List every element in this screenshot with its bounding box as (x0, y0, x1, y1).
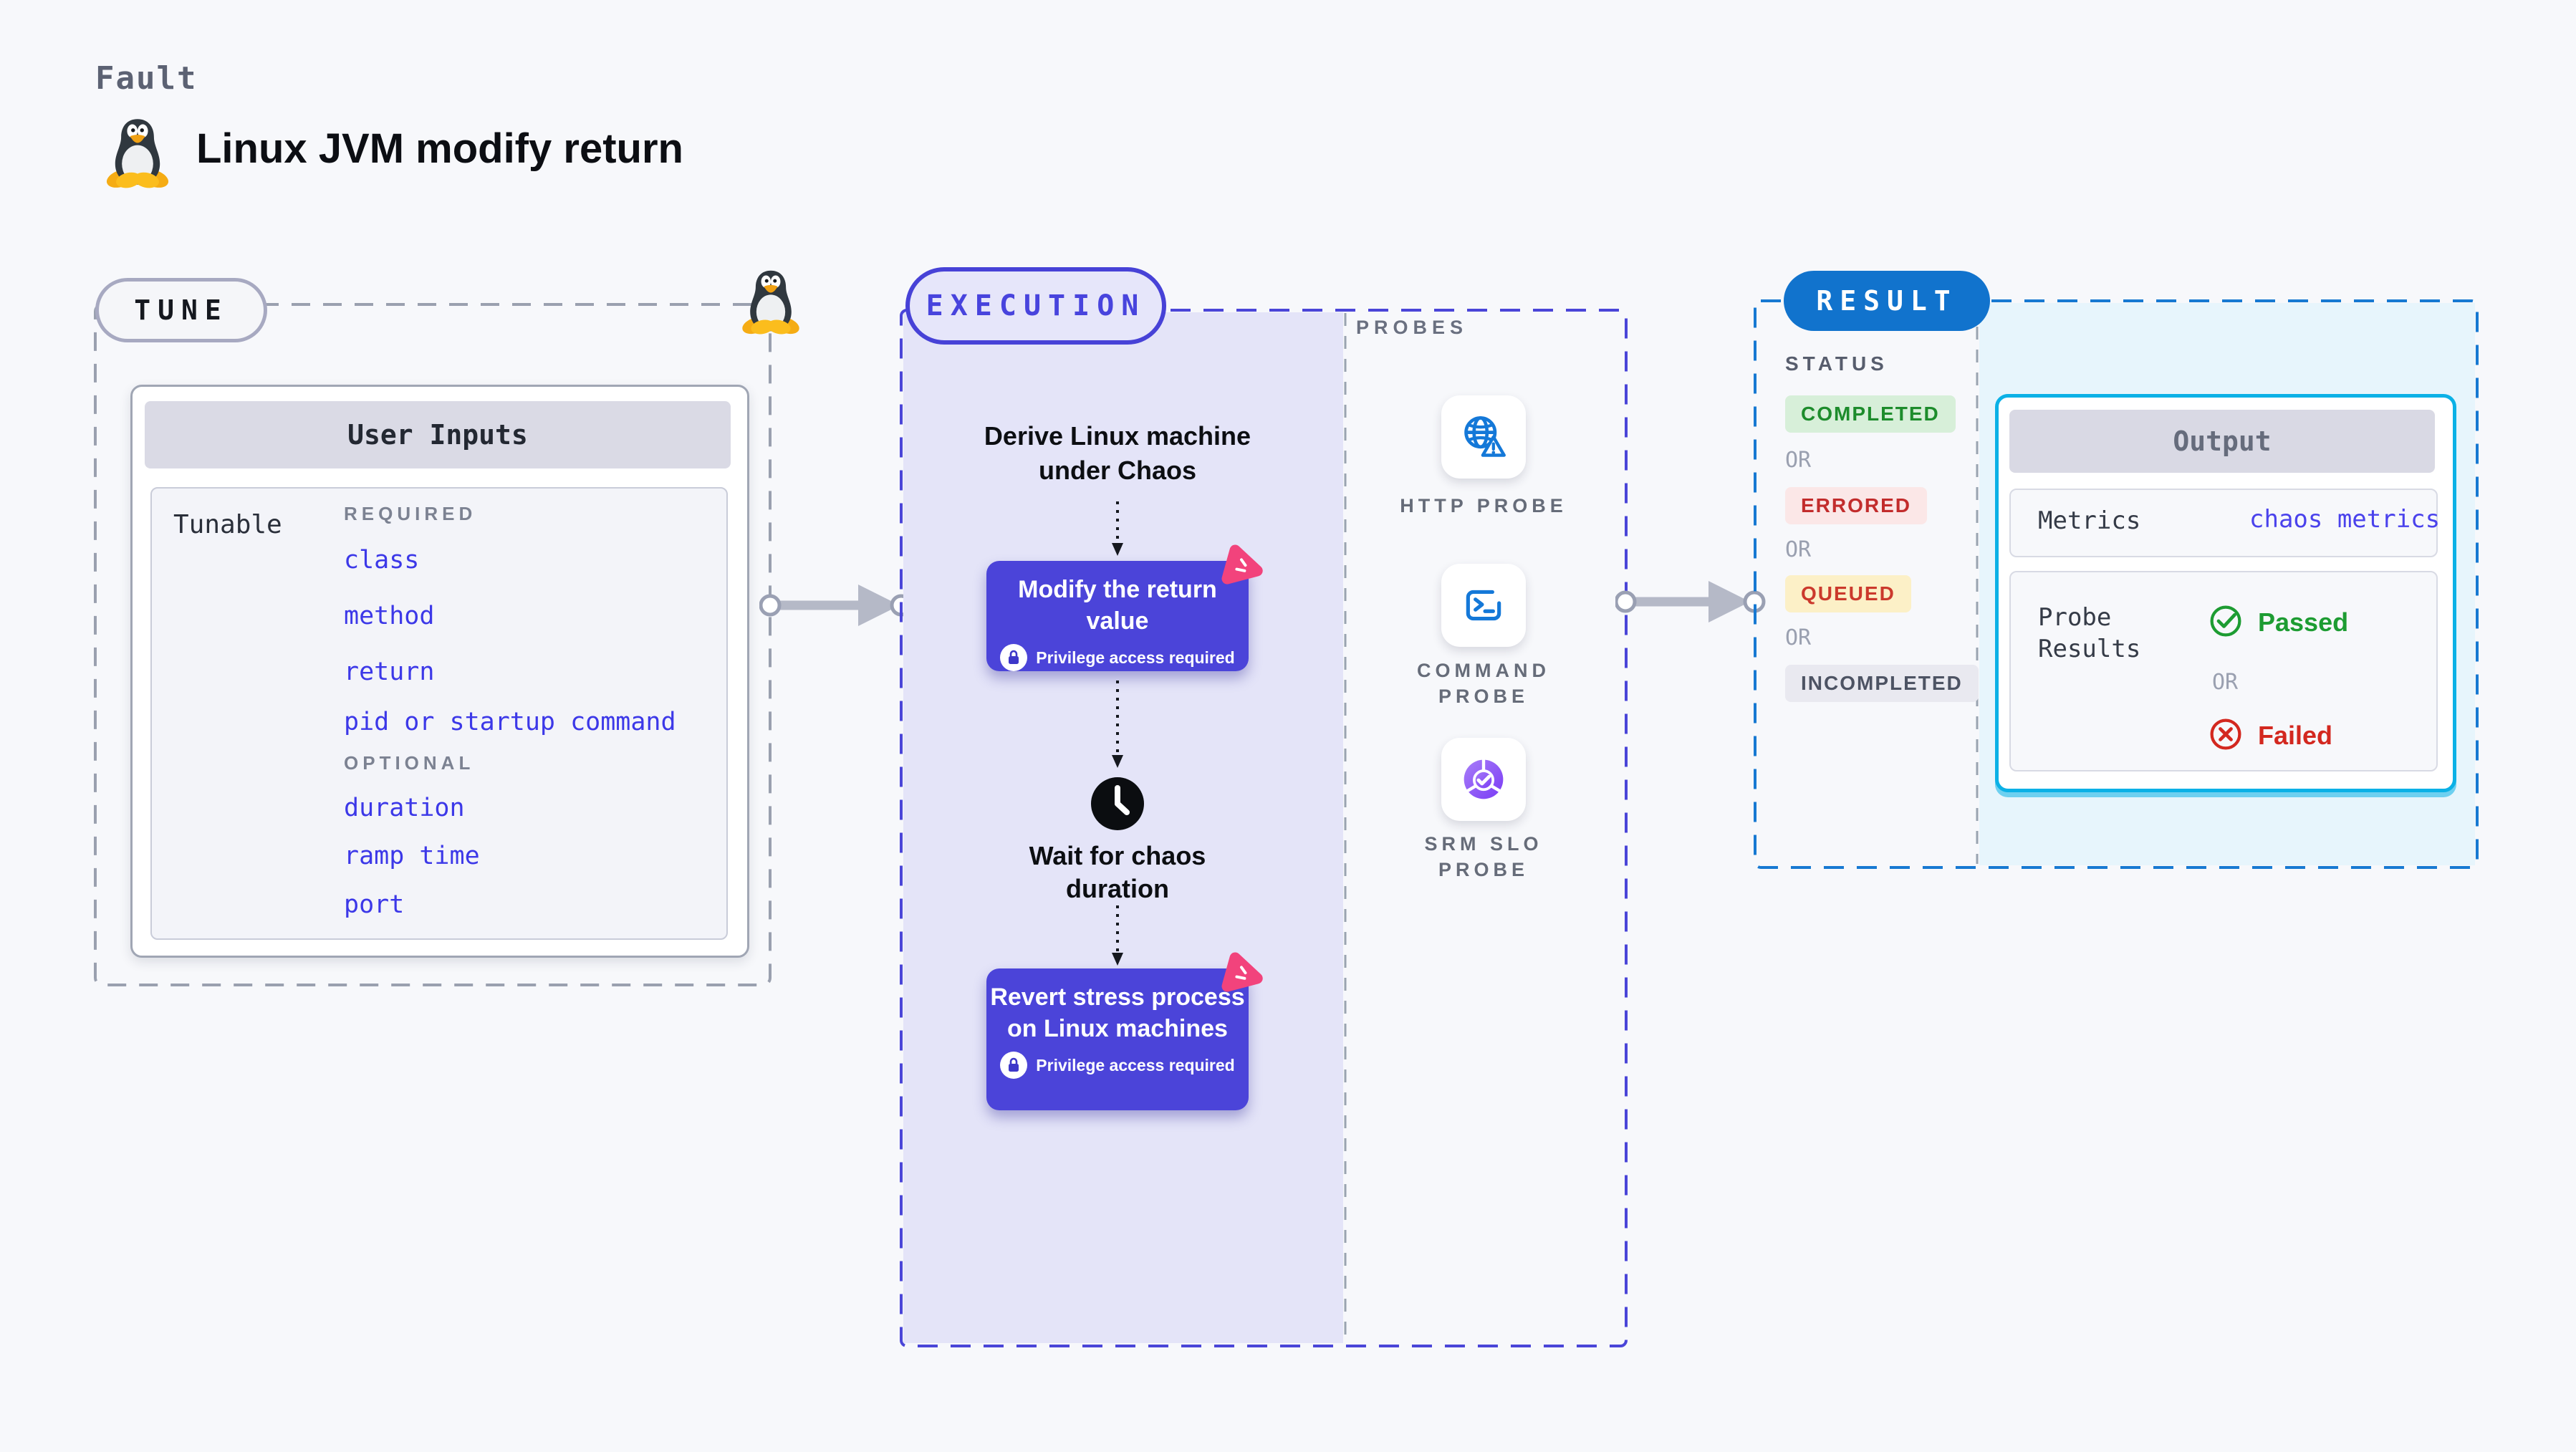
lock-icon (1000, 1052, 1028, 1079)
result-badge-label: RESULT (1816, 285, 1958, 317)
fault-kicker: Fault (95, 60, 198, 97)
privilege-note: Privilege access required (1036, 648, 1235, 667)
http-probe-card[interactable] (1441, 395, 1526, 479)
tunable-label: Tunable (173, 510, 282, 539)
required-section-label: REQUIRED (344, 503, 477, 524)
status-badge-incompleted: INCOMPLETED (1785, 665, 1979, 702)
probe-result-failed: Failed (2258, 721, 2333, 750)
action-revert-stress[interactable]: Revert stress process on Linux machines … (986, 968, 1249, 1110)
flow-dotted-arrow (1112, 501, 1123, 556)
probe-result-or-label: OR (2212, 670, 2239, 695)
chaos-fault-icon (1221, 544, 1263, 585)
optional-section-label: OPTIONAL (344, 752, 475, 774)
result-box-border (1754, 299, 2479, 869)
action-modify-return[interactable]: Modify the return value Privilege access… (986, 561, 1249, 671)
result-badge: RESULT (1784, 271, 1990, 331)
output-title: Output (2173, 425, 2272, 457)
user-inputs-title: User Inputs (347, 419, 528, 451)
check-circle-icon (2210, 605, 2241, 637)
param-pid-or-startup-command[interactable]: pid or startup command (344, 708, 676, 736)
tux-linux-icon (106, 119, 169, 188)
status-column-label: STATUS (1785, 352, 1888, 375)
probe-result-passed: Passed (2258, 607, 2349, 637)
action-modify-title: Modify the return value (1018, 576, 1217, 635)
flow-dotted-arrow (1112, 905, 1123, 966)
step-wait-duration: Wait for chaos duration (1029, 841, 1206, 903)
status-or-label: OR (1785, 537, 1812, 562)
action-revert-title: Revert stress process on Linux machines (990, 984, 1245, 1042)
param-return[interactable]: return (344, 658, 435, 686)
status-badge-errored: ERRORED (1785, 487, 1928, 524)
page-title: Linux JVM modify return (196, 125, 683, 172)
chaos-fault-icon (1221, 952, 1263, 992)
x-circle-icon (2210, 718, 2241, 750)
tune-box-border (94, 303, 772, 986)
globe-alert-icon (1464, 416, 1506, 457)
status-or-label: OR (1785, 448, 1812, 473)
http-probe-label: HTTP PROBE (1400, 495, 1567, 516)
command-probe-label: COMMAND PROBE (1417, 660, 1550, 707)
execution-to-result-arrow (1615, 581, 1766, 622)
tux-linux-icon-small (742, 270, 799, 335)
tune-badge-label: TUNE (134, 294, 229, 326)
terminal-icon (1466, 590, 1501, 621)
param-port[interactable]: port (344, 890, 405, 919)
srm-slo-probe-label: SRM SLO PROBE (1424, 833, 1543, 880)
probe-results-label: Probe Results (2038, 603, 2141, 663)
clock-icon (1091, 777, 1144, 830)
lock-icon (1000, 644, 1028, 671)
tune-to-execution-arrow (759, 585, 913, 626)
privilege-note: Privilege access required (1036, 1055, 1235, 1074)
command-probe-card[interactable] (1441, 564, 1526, 647)
status-badge-completed: COMPLETED (1785, 395, 1956, 433)
execution-badge: EXECUTION (905, 267, 1166, 345)
flow-dotted-arrow (1112, 681, 1123, 768)
output-header: Output (2009, 410, 2435, 473)
metrics-label: Metrics (2038, 506, 2141, 535)
metrics-row (2009, 489, 2438, 557)
param-method[interactable]: method (344, 602, 435, 630)
slo-pie-check-icon (1464, 759, 1504, 799)
step-derive-machine: Derive Linux machine under Chaos (984, 421, 1251, 485)
tune-badge: TUNE (95, 278, 267, 342)
param-ramp-time[interactable]: ramp time (344, 842, 480, 870)
metrics-value[interactable]: chaos metrics (2249, 505, 2441, 534)
tunable-row (150, 487, 728, 940)
param-class[interactable]: class (344, 546, 420, 574)
status-badge-queued: QUEUED (1785, 575, 1911, 612)
execution-box-border (900, 309, 1628, 1347)
srm-slo-probe-card[interactable] (1441, 738, 1526, 821)
user-inputs-header: User Inputs (145, 401, 731, 468)
probes-section-label: PROBES (1356, 317, 1469, 338)
param-duration[interactable]: duration (344, 794, 465, 822)
status-or-label: OR (1785, 625, 1812, 650)
execution-badge-label: EXECUTION (926, 289, 1146, 322)
